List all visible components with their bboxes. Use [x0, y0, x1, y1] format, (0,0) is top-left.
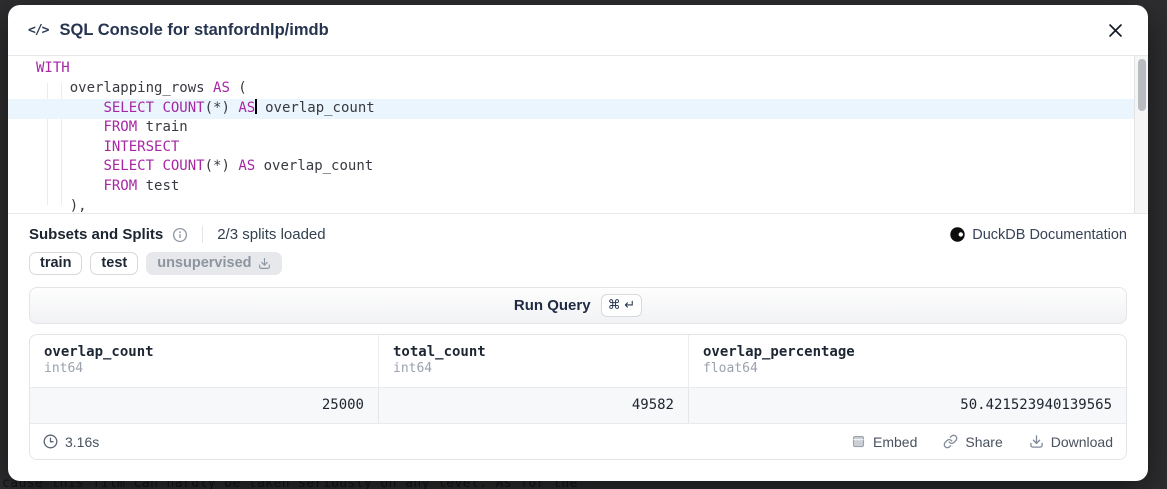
split-pill-label: unsupervised: [157, 255, 252, 271]
share-button[interactable]: Share: [943, 433, 1003, 450]
code-line[interactable]: ),: [36, 197, 87, 213]
share-icon: [943, 434, 958, 449]
embed-icon: [851, 434, 866, 449]
indent-guide: [61, 83, 62, 205]
splits-row: Subsets and Splits 2/3 splits loaded Duc…: [29, 226, 1127, 243]
query-duration: 3.16s: [43, 434, 99, 450]
keyboard-shortcut-badge: ⌘ ↵: [600, 294, 643, 317]
download-button[interactable]: Download: [1029, 434, 1113, 450]
editor-scrollbar[interactable]: [1134, 56, 1148, 213]
code-line[interactable]: overlapping_rows AS (: [36, 79, 247, 96]
info-icon[interactable]: [172, 227, 188, 243]
splits-info: Subsets and Splits 2/3 splits loaded: [29, 226, 326, 243]
sql-editor[interactable]: WITH overlapping_rows AS ( SELECT COUNT(…: [8, 55, 1148, 214]
action-label: Embed: [873, 433, 918, 450]
code-area[interactable]: WITH overlapping_rows AS ( SELECT COUNT(…: [8, 56, 1134, 213]
sql-console-modal: </> SQL Console for stanfordnlp/imdb WIT…: [8, 5, 1148, 481]
clock-icon: [43, 434, 58, 449]
code-line[interactable]: FROM test: [103, 178, 180, 195]
code-line[interactable]: INTERSECT: [103, 138, 180, 155]
download-icon: [258, 257, 271, 270]
code-line[interactable]: SELECT COUNT(*) AS overlap_count: [103, 158, 374, 175]
table-cell: 49582: [379, 388, 689, 423]
splits-heading: Subsets and Splits: [29, 226, 164, 243]
column-name: overlap_count: [44, 344, 154, 360]
run-query-button[interactable]: Run Query ⌘ ↵: [29, 287, 1127, 324]
column-name: total_count: [393, 344, 486, 360]
results-footer: 3.16s Embed Share Download: [30, 423, 1126, 459]
splits-status: 2/3 splits loaded: [217, 226, 326, 243]
table-cell: 50.421523940139565: [960, 397, 1112, 413]
run-query-label: Run Query: [513, 297, 591, 314]
duckdb-documentation-link[interactable]: DuckDB Documentation: [950, 227, 1127, 243]
column-name: overlap_percentage: [703, 344, 855, 360]
duckdb-icon: [950, 227, 965, 242]
modal-title: SQL Console for stanfordnlp/imdb: [59, 20, 329, 39]
split-pills: train test unsupervised: [29, 252, 1127, 275]
action-label: Share: [965, 433, 1003, 450]
modal-header: </> SQL Console for stanfordnlp/imdb: [8, 5, 1148, 55]
editor-scrollbar-thumb[interactable]: [1137, 59, 1146, 111]
result-actions: Embed Share Download: [851, 434, 1113, 450]
code-line[interactable]: FROM train: [103, 119, 188, 136]
column-type: float64: [703, 361, 758, 376]
text-cursor: [255, 99, 257, 115]
code-line-active[interactable]: SELECT COUNT(*) AS overlap_count: [8, 99, 1134, 120]
split-pill-test[interactable]: test: [90, 252, 139, 275]
query-duration-value: 3.16s: [65, 433, 100, 450]
embed-button[interactable]: Embed: [851, 434, 917, 450]
indent-guide: [47, 83, 48, 205]
column-type: int64: [44, 361, 84, 376]
table-cell: 25000: [30, 388, 379, 423]
column-type: int64: [393, 361, 433, 376]
split-pill-label: train: [40, 255, 72, 271]
split-pill-train[interactable]: train: [29, 252, 83, 275]
code-line[interactable]: WITH: [36, 60, 70, 76]
close-icon[interactable]: [1103, 18, 1128, 43]
divider: [202, 226, 204, 243]
action-label: Download: [1050, 433, 1113, 450]
download-icon: [1029, 434, 1044, 449]
split-pill-unsupervised[interactable]: unsupervised: [146, 252, 282, 275]
split-pill-label: test: [101, 255, 128, 271]
code-icon: </>: [28, 22, 50, 38]
duckdb-documentation-label: DuckDB Documentation: [972, 226, 1127, 243]
